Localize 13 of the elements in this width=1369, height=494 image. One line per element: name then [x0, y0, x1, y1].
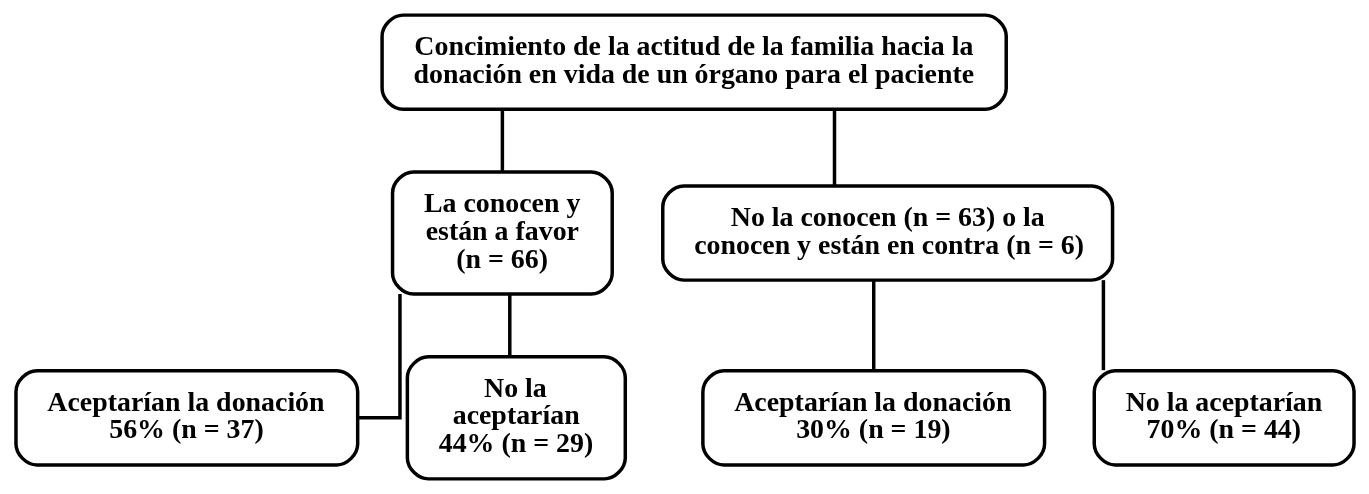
node-box: Concimiento de la actitud de la familia hacia la donación en vida de un órgano para el paciente [379, 13, 1008, 111]
node-box: Aceptarían la donación 30% (n = 19) [700, 369, 1046, 467]
node-box: Aceptarían la donación 56% (n = 37) [13, 369, 359, 467]
node-box: La conocen y están a favor (n = 66) [390, 170, 614, 296]
node-box: No la conocen (n = 63) o la conocen y están en contra (n = 6) [660, 184, 1114, 282]
connector [357, 294, 402, 420]
connector [500, 109, 504, 172]
connector [1101, 280, 1105, 371]
connector [832, 109, 836, 186]
node-box: No la aceptarían 44% (n = 29) [405, 355, 627, 481]
connector [507, 294, 512, 357]
connector [871, 280, 875, 371]
node-box: No la aceptarían 70% (n = 44) [1092, 369, 1356, 467]
